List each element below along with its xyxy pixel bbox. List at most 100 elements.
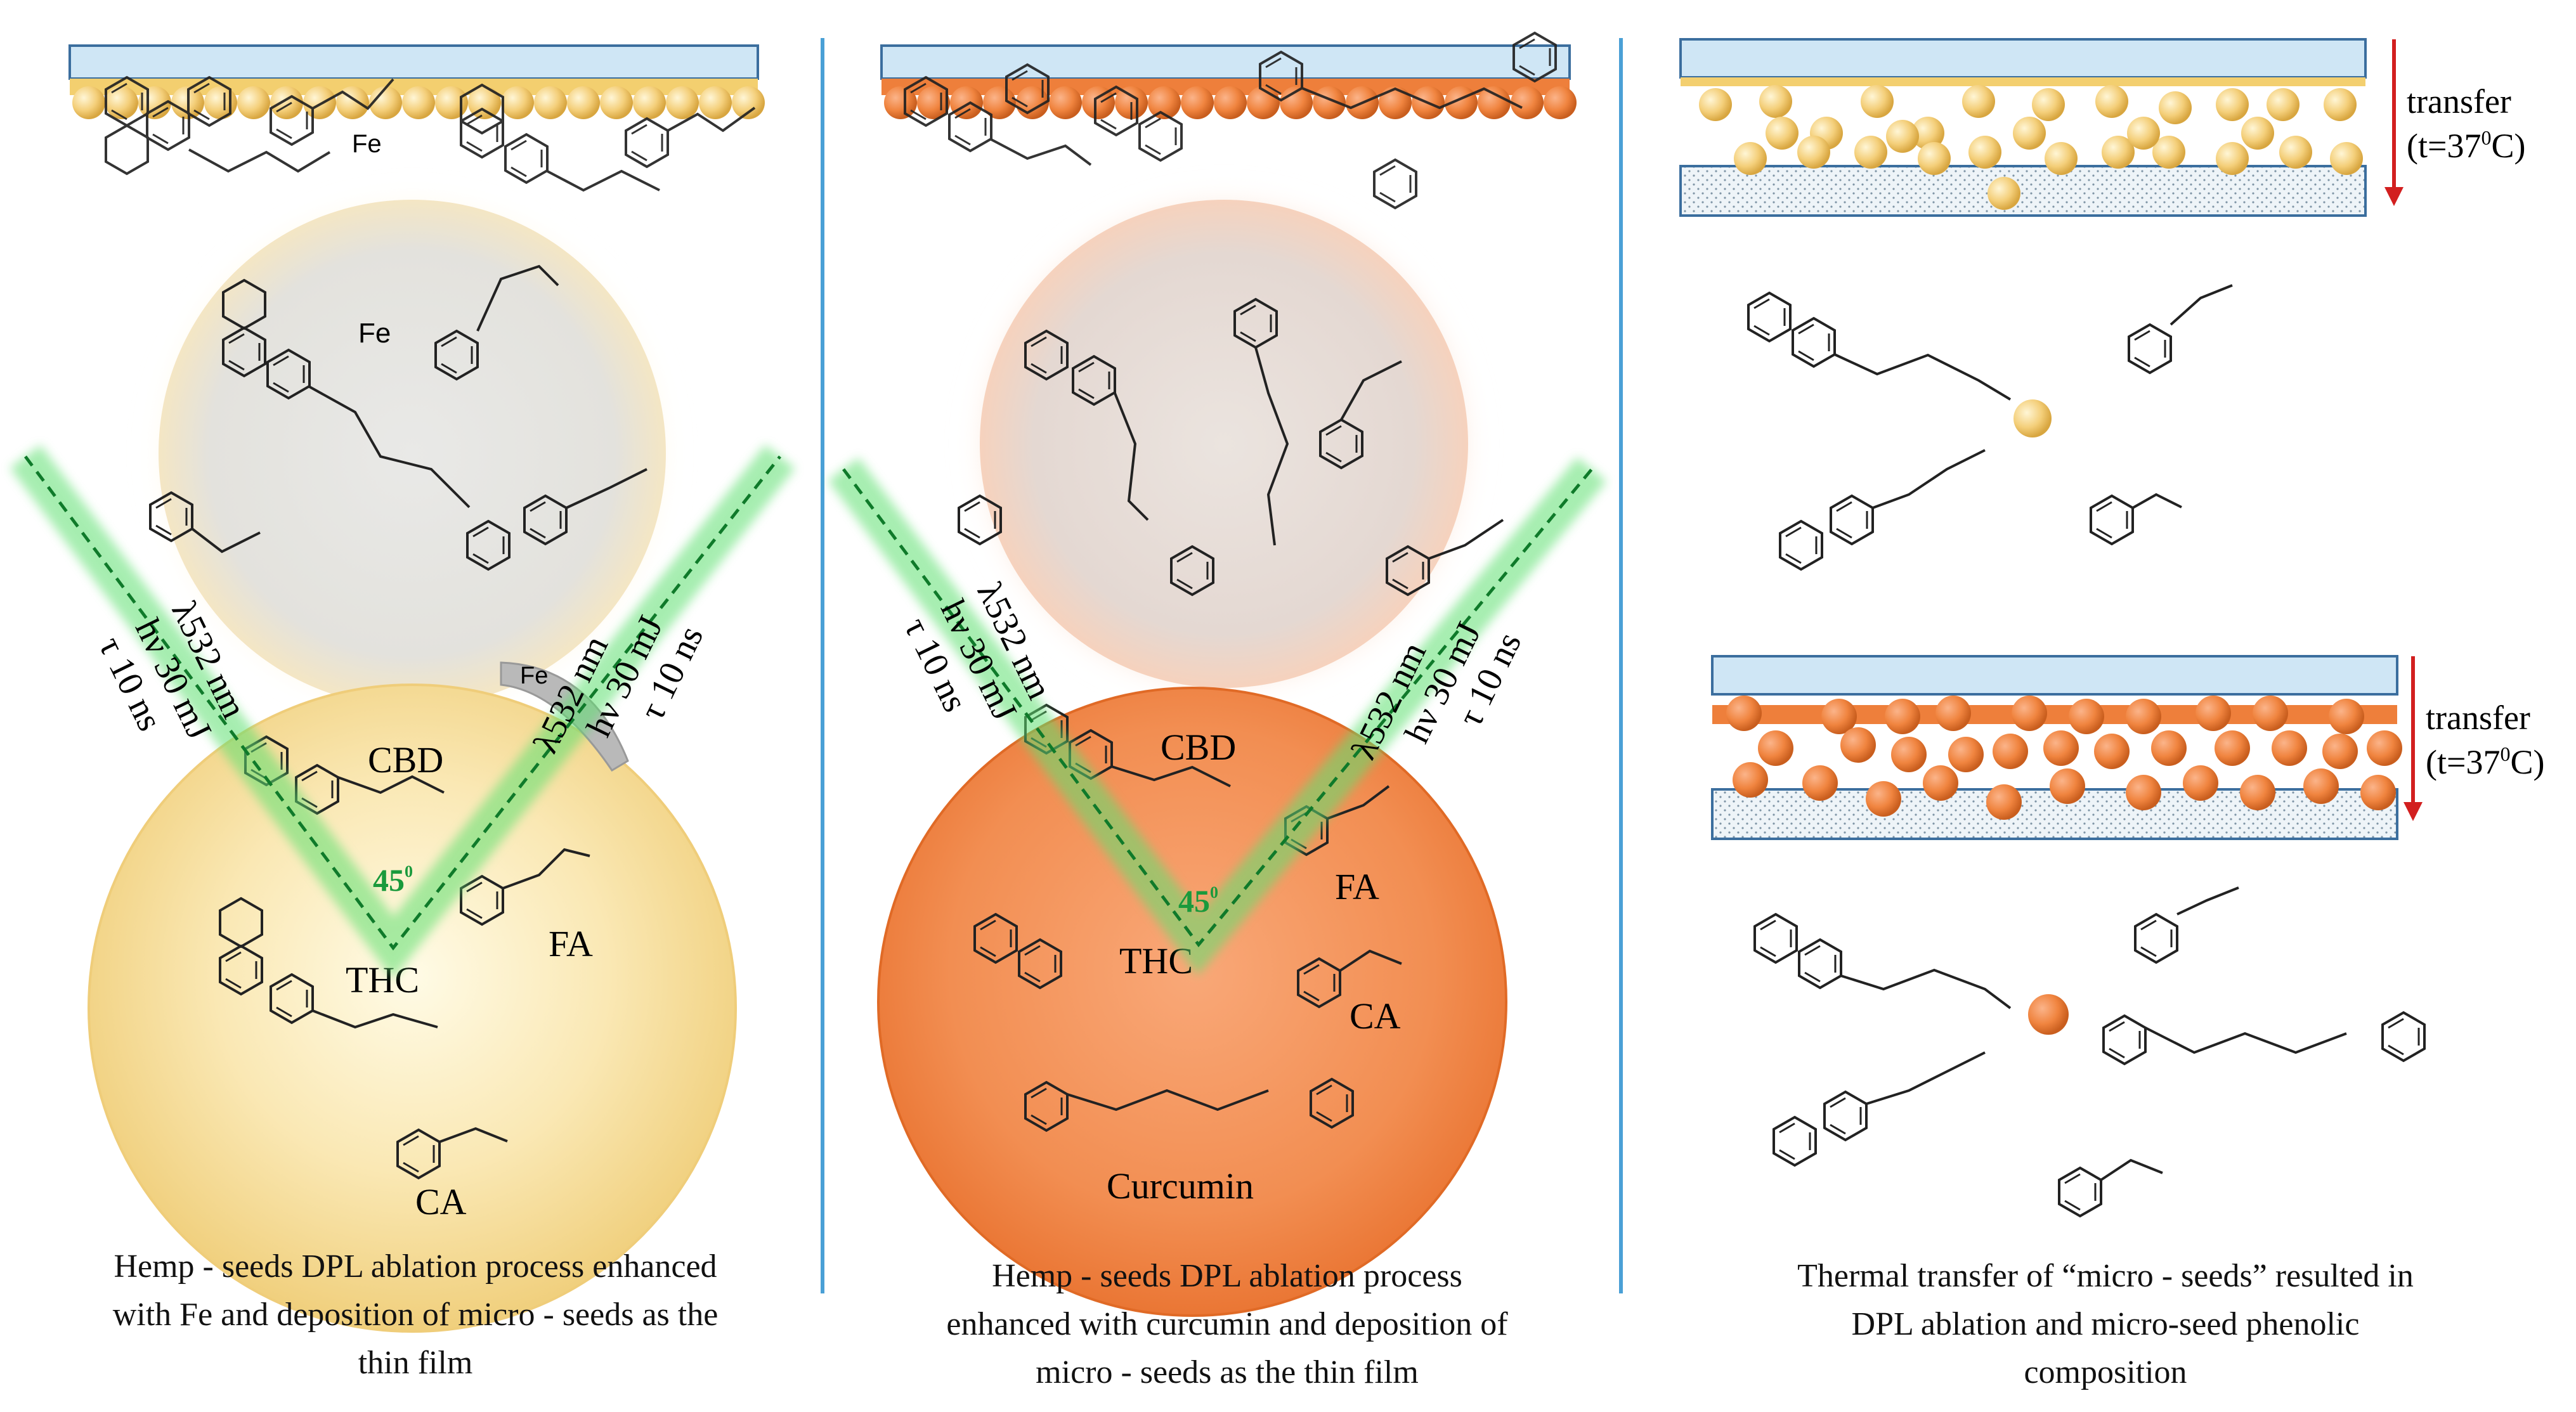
micro-seed [1891, 737, 1927, 772]
transfer-label-bottom: transfer [2426, 699, 2530, 737]
micro-seed [1987, 177, 2020, 210]
micro-seed [950, 86, 983, 119]
micro-seed [2152, 136, 2185, 169]
caption-panel-1: Hemp - seeds DPL ablation process enhanc… [25, 1243, 805, 1387]
micro-seed [501, 86, 534, 119]
transferred-seeds [1699, 85, 2363, 210]
panel-curcumin-ablation: CBD FA THC CA Curcumin 450 λ532 nm hν 30… [828, 32, 1607, 1317]
micro-seed [2216, 88, 2249, 121]
micro-seed [1821, 699, 1857, 734]
micro-seed [1280, 86, 1313, 119]
micro-seed [2050, 768, 2085, 804]
micro-seed [2045, 142, 2078, 175]
label-curcumin: Curcumin [1107, 1165, 1254, 1207]
donor-glass-bottom [1711, 655, 2398, 696]
product-molecules [219, 735, 590, 1179]
micro-seed [2013, 117, 2046, 150]
caption-line: with Fe and deposition of micro - seeds … [112, 1297, 719, 1333]
composition-molecules-bottom [1753, 886, 2426, 1217]
micro-seed [1866, 781, 1901, 817]
micro-seed [1148, 86, 1181, 119]
micro-seed [1962, 85, 1995, 118]
micro-seed [2324, 88, 2357, 121]
micro-seed [600, 86, 633, 119]
micro-seed [2360, 775, 2396, 810]
label-ca: CA [415, 1181, 467, 1222]
transferred-seeds [1726, 696, 2402, 820]
film-seed-row [72, 86, 765, 119]
micro-seed [1840, 727, 1876, 763]
micro-seed [237, 86, 270, 119]
micro-seed [1478, 86, 1511, 119]
film-molecules [904, 32, 1557, 209]
micro-seed [2094, 734, 2130, 769]
target-molecules [149, 264, 647, 571]
micro-seed [1918, 142, 1951, 175]
micro-seed [2241, 117, 2274, 150]
micro-seed [2253, 696, 2288, 731]
micro-seed [1759, 85, 1792, 118]
micro-seed [2215, 730, 2250, 766]
micro-seed-bottom [2028, 994, 2069, 1035]
laser-params-left: λ532 nm hν 30 mJ τ 10 ns [91, 595, 254, 746]
donor-film-bottom [1712, 705, 2397, 724]
micro-seed [1214, 86, 1247, 119]
micro-seed [2279, 136, 2312, 169]
micro-seed [2216, 142, 2249, 175]
micro-seed [1699, 88, 1732, 121]
caption-line: thin film [358, 1345, 473, 1381]
micro-seed [270, 86, 303, 119]
transfer-temp-bottom: (t=370C) [2426, 742, 2544, 781]
laser-beams [828, 457, 1607, 976]
micro-seed [1758, 730, 1793, 766]
micro-seed [2012, 696, 2047, 731]
micro-seed [1082, 86, 1115, 119]
micro-seed [699, 86, 732, 119]
micro-seed [1993, 734, 2028, 769]
glass-substrate [68, 44, 759, 80]
micro-seed [1854, 136, 1887, 169]
micro-seed [2322, 734, 2358, 769]
micro-seed [1379, 86, 1412, 119]
transfer-label-top: transfer [2407, 82, 2511, 120]
composition-molecules-top [1747, 284, 2233, 571]
label-fa: FA [549, 923, 593, 964]
label-cbd: CBD [368, 739, 443, 780]
micro-seed [2032, 88, 2065, 121]
micro-seed [72, 86, 105, 119]
micro-seed [435, 86, 468, 119]
micro-seed [2102, 136, 2135, 169]
caption-panel-3: Thermal transfer of “micro - seeds” resu… [1649, 1252, 2562, 1397]
receiver-substrate-top [1679, 165, 2367, 217]
micro-seed [204, 86, 237, 119]
micro-seed [1885, 699, 1920, 734]
micro-seed [2183, 765, 2218, 801]
micro-seed [369, 86, 402, 119]
micro-seed [732, 86, 765, 119]
angle-label: 450 [373, 862, 413, 898]
micro-seed-top [2013, 399, 2052, 437]
micro-seed [1986, 784, 2022, 820]
micro-seed [1911, 117, 1944, 150]
micro-seed [534, 86, 567, 119]
donor-glass-top [1679, 38, 2367, 79]
micro-seed [1511, 86, 1544, 119]
caption-line: composition [2024, 1354, 2187, 1390]
micro-seed [666, 86, 699, 119]
micro-seed [2151, 730, 2187, 766]
micro-seed [1734, 142, 1767, 175]
fe-cap-label: Fe [520, 663, 548, 689]
fe-label-sphere: Fe [358, 318, 391, 349]
caption-line: DPL ablation and micro-seed phenolic [1851, 1306, 2360, 1342]
micro-seed [1733, 762, 1768, 798]
micro-seed [1049, 86, 1082, 119]
caption-line: Hemp - seeds DPL ablation process [992, 1258, 1462, 1294]
hemp-target-sphere [980, 200, 1468, 688]
micro-seed [2126, 699, 2161, 734]
fe-label-top: Fe [352, 130, 382, 158]
caption-line: Hemp - seeds DPL ablation process enhanc… [114, 1248, 717, 1285]
micro-seed [336, 86, 369, 119]
product-molecules [973, 704, 1402, 1132]
